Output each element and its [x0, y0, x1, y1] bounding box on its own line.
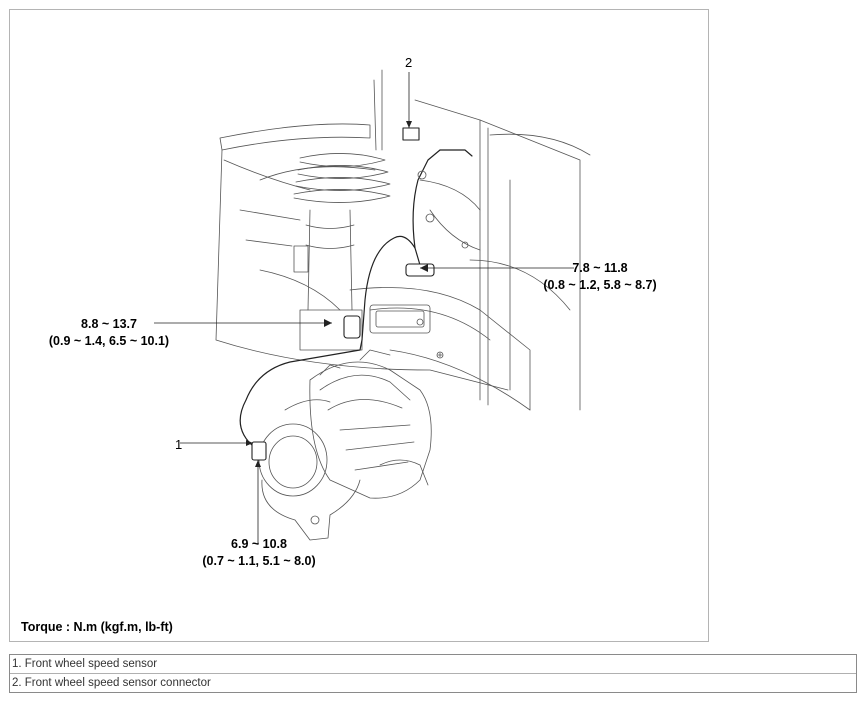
torque-spec-bracket-units: (0.9 ~ 1.4, 6.5 ~ 10.1) [48, 334, 170, 348]
torque-spec-connector-units: (0.8 ~ 1.2, 5.8 ~ 8.7) [543, 278, 657, 292]
torque-spec-connector-nm: 7.8 ~ 11.8 [572, 261, 628, 275]
callout-number-2: 2 [405, 55, 413, 70]
callout-number-1: 1 [175, 437, 183, 452]
parts-legend: 1. Front wheel speed sensor 2. Front whe… [9, 654, 857, 693]
legend-item: 1. Front wheel speed sensor [12, 658, 158, 670]
legend-item: 2. Front wheel speed sensor connector [10, 673, 856, 692]
wheel-speed-sensor-illustration [154, 69, 591, 545]
figure-frame: 2 1 7.8 ~ 11.8 (0.8 ~ 1.2, 5.8 ~ 8.7) 8.… [9, 9, 709, 642]
torque-spec-sensor-nm: 6.9 ~ 10.8 [231, 537, 287, 551]
torque-spec-sensor-units: (0.7 ~ 1.1, 5.1 ~ 8.0) [202, 554, 316, 568]
torque-spec-bracket: 8.8 ~ 13.7 (0.9 ~ 1.4, 6.5 ~ 10.1) [44, 316, 174, 350]
torque-units-note: Torque : N.m (kgf.m, lb-ft) [21, 620, 173, 634]
torque-spec-sensor: 6.9 ~ 10.8 (0.7 ~ 1.1, 5.1 ~ 8.0) [194, 536, 324, 570]
torque-spec-bracket-nm: 8.8 ~ 13.7 [81, 317, 137, 331]
torque-spec-connector: 7.8 ~ 11.8 (0.8 ~ 1.2, 5.8 ~ 8.7) [540, 260, 660, 294]
